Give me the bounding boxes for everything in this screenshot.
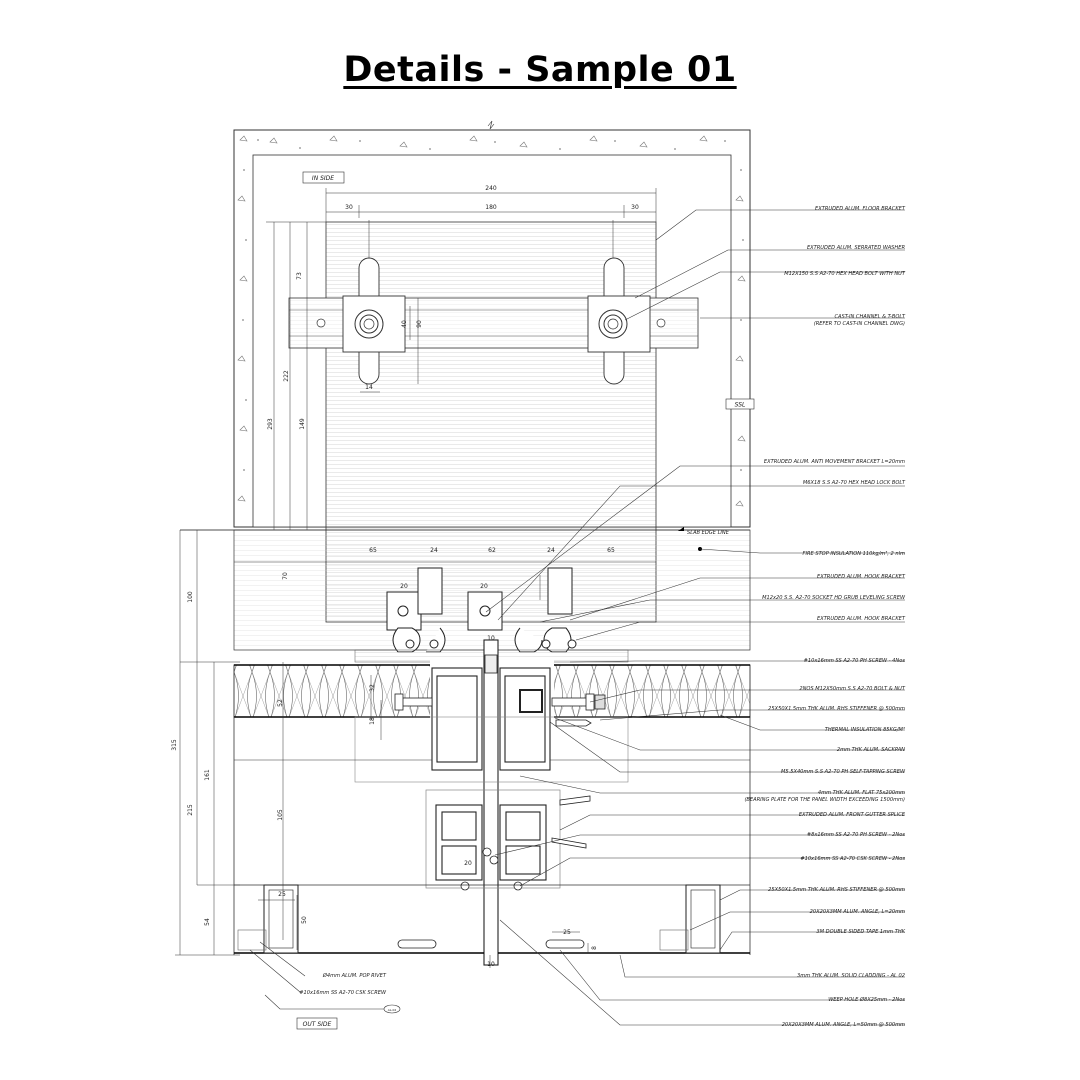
svg-text:90: 90: [416, 320, 423, 328]
callout-label: Ø4mm ALUM. POP RIVET: [322, 972, 387, 979]
svg-text:30: 30: [345, 204, 353, 211]
slab-edge-label: SLAB EDGE LINE: [687, 530, 730, 536]
svg-text:SSL: SSL: [735, 402, 746, 409]
svg-text:73: 73: [296, 272, 303, 280]
svg-text:65: 65: [369, 547, 377, 554]
callout-label: 25X50X1.5mm THK ALUM. RHS STIFFENER @ 50…: [768, 706, 905, 712]
svg-text:52: 52: [277, 699, 284, 707]
callout-label: WEEP HOLE Ø8X25mm - 2Nos: [828, 996, 905, 1003]
callout-label: FIRE STOP INSULATION 110kg/m³, 2 nlm: [803, 551, 905, 557]
callout-label: EXTRUDED ALUM. FRONT GUTTER SPLICE: [799, 812, 906, 818]
svg-text:240: 240: [485, 185, 497, 192]
mullion-profiles: [354, 639, 629, 966]
svg-text:54: 54: [204, 918, 211, 926]
callout-list-bottom: Ø4mm ALUM. POP RIVET #10x16mm SS A2-70 C…: [299, 972, 387, 996]
dimension-lines: [175, 188, 657, 968]
callout-label: 4mm THK ALUM. FLAT 75x200mm: [818, 790, 905, 796]
callout-label: M5.5X40mm S.S A2-70 PH SELF-TAPPING SCRE…: [781, 769, 906, 775]
svg-text:20: 20: [480, 583, 488, 590]
svg-text:215: 215: [187, 804, 194, 816]
callout-label: #10x16mm SS A2-70 CSK SCREW: [299, 990, 387, 996]
callout-label: (REFER TO CAST-IN CHANNEL DWG): [814, 321, 905, 327]
svg-text:IN SIDE: IN SIDE: [312, 175, 334, 182]
outside-tag: OUT SIDE: [296, 1017, 338, 1030]
leader-lines: [249, 209, 905, 1026]
svg-text:105: 105: [277, 809, 284, 821]
svg-text:18: 18: [369, 717, 376, 725]
svg-text:315: 315: [171, 739, 178, 751]
svg-text:24: 24: [547, 547, 555, 554]
hex-bolt-right: [598, 309, 628, 339]
svg-text:20: 20: [400, 583, 408, 590]
callout-label: 2mm THK ALUM. SACKPAN: [837, 747, 905, 753]
callout-label: #10x16mm SS A2-70 PH SCREW - 4Nos: [804, 658, 906, 664]
svg-text:20: 20: [464, 860, 472, 867]
svg-text:30: 30: [631, 204, 639, 211]
svg-text:100: 100: [187, 591, 194, 603]
svg-text:70: 70: [282, 572, 289, 580]
callout-label: M6X18 S.S A2-70 HEX HEAD LOCK BOLT: [803, 480, 906, 486]
callout-label: M12x20 S.S. A2-70 SOCKET HD GRUB LEVELIN…: [762, 595, 906, 601]
page-title: Details - Sample 01: [343, 50, 737, 90]
callout-label: EXTRUDED ALUM. HOOK BRACKET: [817, 616, 906, 622]
callout-label: CAST-IN CHANNEL & T-BOLT: [834, 314, 905, 320]
svg-text:40: 40: [401, 320, 408, 328]
callout-label: 3M DOUBLE SIDED TAPE 1mm THK: [816, 929, 905, 935]
svg-text:AL-02: AL-02: [388, 1008, 397, 1012]
callout-label: #10x16mm SS A2-70 CSK SCREW - 2Nos: [800, 856, 905, 862]
callout-label: M12X150 S.S A2-70 HEX HEAD BOLT WITH NUT: [784, 271, 906, 277]
svg-text:50: 50: [301, 916, 308, 924]
callout-list: EXTRUDED ALUM. FLOOR BRACKET EXTRUDED AL…: [744, 206, 906, 1028]
svg-text:14: 14: [365, 384, 373, 391]
svg-text:62: 62: [488, 547, 496, 554]
inside-tag: IN SIDE: [302, 171, 345, 184]
callout-label: 25X50X1.5mm THK ALUM. RHS STIFFENER @ 50…: [768, 887, 905, 893]
svg-text:65: 65: [607, 547, 615, 554]
svg-text:OUT SIDE: OUT SIDE: [303, 1021, 332, 1028]
svg-text:161: 161: [204, 769, 211, 781]
fire-stop-band: [180, 527, 751, 651]
callout-label: EXTRUDED ALUM. FLOOR BRACKET: [815, 206, 906, 212]
dimension-values: 240 30 180 30 73 40 90 14 222 293 149 65…: [171, 185, 639, 968]
callout-label: (BEARING PLATE FOR THE PANEL WIDTH EXCEE…: [744, 797, 905, 803]
svg-text:180: 180: [485, 204, 497, 211]
svg-text:8: 8: [591, 946, 598, 950]
svg-text:10: 10: [487, 961, 495, 968]
svg-text:293: 293: [267, 418, 274, 430]
hex-bolt-left: [354, 309, 384, 339]
callout-label: EXTRUDED ALUM. HOOK BRACKET: [817, 574, 906, 580]
section-ref-tag: AL-02: [383, 1004, 401, 1014]
svg-text:24: 24: [430, 547, 438, 554]
callout-label: #8x16mm SS A2-70 PH SCREW - 2Nos: [807, 832, 905, 838]
svg-text:25: 25: [278, 891, 286, 898]
ssl-tag: SSL: [725, 398, 755, 410]
callout-label: EXTRUDED ALUM. SERRATED WASHER: [807, 245, 906, 251]
callout-label: 20X20X3MM ALUM. ANGLE, L=20mm: [810, 909, 905, 915]
svg-text:10: 10: [487, 635, 495, 642]
callout-label: EXTRUDED ALUM. ANTI MOVEMENT BRACKET L=2…: [764, 459, 905, 465]
svg-text:25: 25: [563, 929, 571, 936]
callout-label: 3mm THK ALUM. SOLID CLADDING - AL 02: [797, 973, 905, 979]
svg-text:149: 149: [299, 418, 306, 430]
svg-text:32: 32: [369, 684, 376, 692]
callout-label: 2NOS M12X50mm S.S A2-70 BOLT & NUT: [799, 686, 906, 692]
callout-label: 20X20X3MM ALUM. ANGLE, L=50mm @ 500mm: [782, 1022, 905, 1028]
hook-brackets: [386, 567, 577, 653]
callout-label: THERMAL INSULATION 85KG/M³: [825, 727, 905, 733]
svg-text:222: 222: [283, 370, 290, 382]
